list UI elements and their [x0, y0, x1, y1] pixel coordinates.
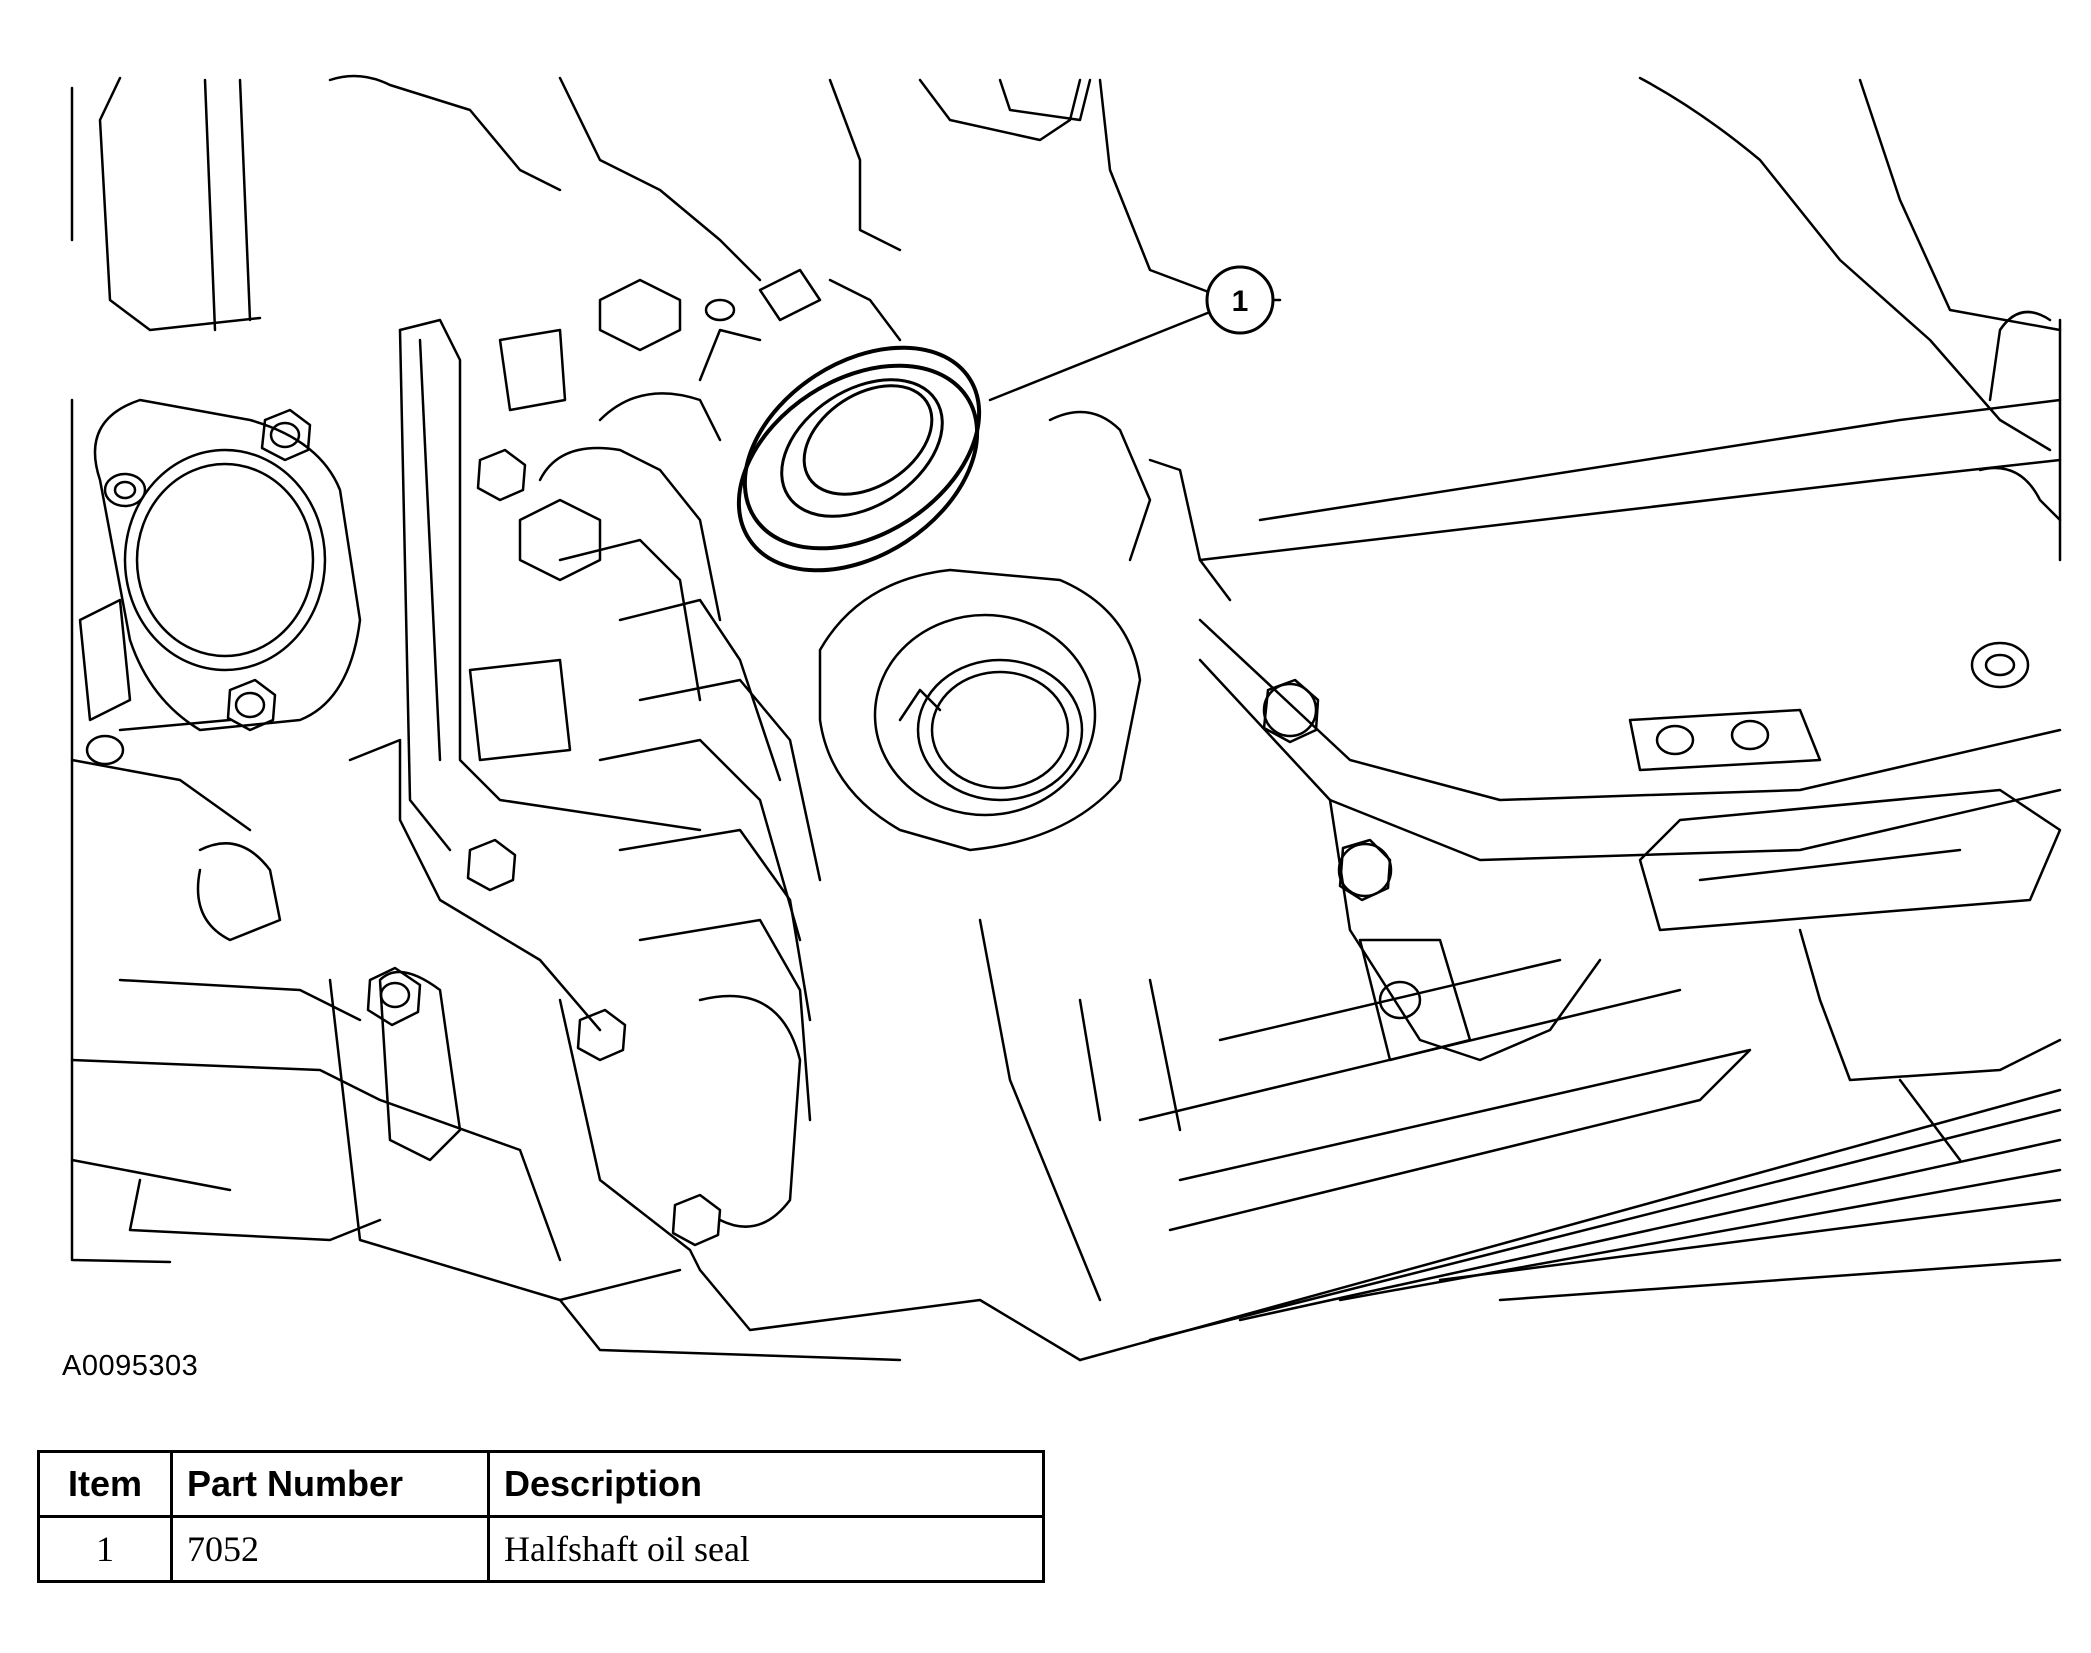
lower-left-casting [70, 718, 1082, 1362]
transaxle-housing-outline [70, 74, 2062, 1264]
header-item: Item [37, 1450, 173, 1518]
housing-ribs [978, 918, 2062, 1362]
shift-tower [518, 328, 822, 1228]
parts-table: Item Part Number Description 1 7052 Half… [37, 1450, 1045, 1583]
halfshaft-bore [818, 568, 1142, 852]
bell-housing-flange [1198, 618, 2062, 1162]
halfshaft-oil-seal [736, 345, 982, 573]
table-row: 1 7052 Halfshaft oil seal [37, 1515, 1045, 1583]
cell-item: 1 [37, 1515, 173, 1583]
cell-part-number: 7052 [170, 1515, 490, 1583]
callout-number: 1 [1232, 285, 1249, 318]
cell-description: Halfshaft oil seal [487, 1515, 1045, 1583]
header-part-number: Part Number [170, 1450, 490, 1518]
selector-bracket [348, 318, 722, 1272]
transaxle-line-drawing: 1 [70, 74, 2062, 1362]
header-description: Description [487, 1450, 1045, 1518]
table-header-row: Item Part Number Description [37, 1450, 1045, 1518]
callout-1: 1 [988, 265, 1275, 402]
upper-fasteners [598, 268, 1232, 602]
left-port-cover [78, 398, 362, 766]
figure-reference-id: A0095303 [62, 1350, 199, 1382]
